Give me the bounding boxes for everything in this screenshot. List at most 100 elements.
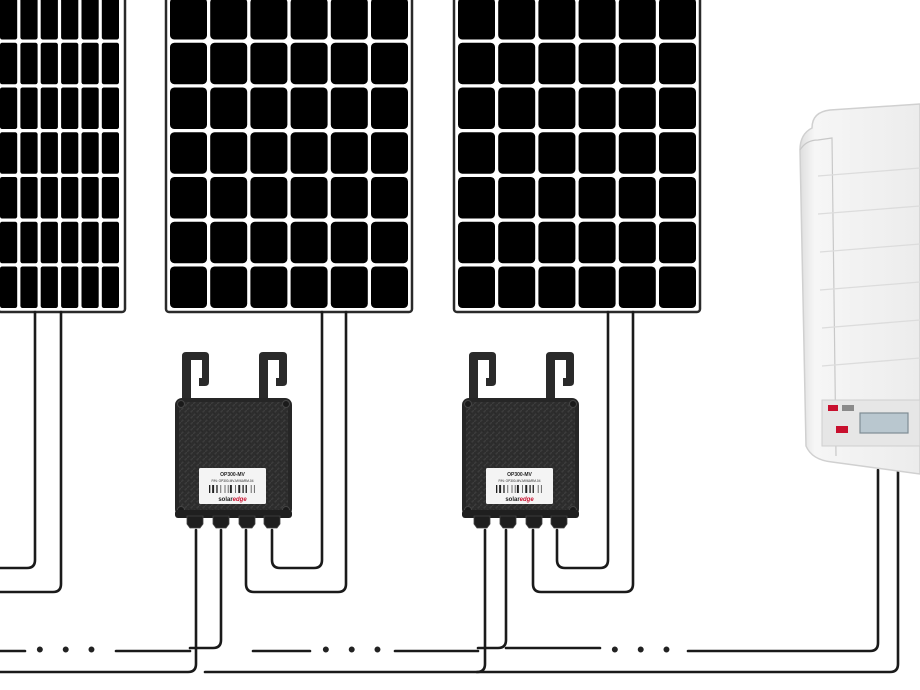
solar-cell: [498, 132, 536, 174]
solar-cell: [578, 42, 616, 85]
solar-cell: [81, 0, 99, 40]
solar-cell: [659, 266, 696, 308]
solar-cell: [618, 177, 656, 219]
solar-cell: [538, 0, 576, 40]
solar-cell: [20, 87, 38, 129]
solar-cell: [20, 177, 38, 219]
power-optimizer: OP300-MV P/N: OP300-MV-MV6ARM-04 solared…: [175, 352, 292, 529]
solar-cell: [81, 87, 99, 129]
solar-cell: [170, 0, 207, 40]
inverter-status-led: [836, 426, 848, 433]
solar-cell: [40, 87, 58, 129]
solar-cell: [618, 0, 656, 40]
solar-cell: [0, 42, 18, 85]
optimizer-part-number: P/N: OP300-MV-MV6ARM-04: [499, 479, 541, 483]
solar-cell: [250, 177, 288, 219]
solar-cell: [578, 132, 616, 174]
solar-cell: [0, 177, 18, 219]
solar-cell: [0, 221, 18, 264]
solar-cell: [290, 87, 328, 129]
solar-cell: [659, 177, 696, 219]
solar-cell: [538, 177, 576, 219]
solar-cell: [330, 266, 368, 308]
solar-cell: [498, 42, 536, 85]
solar-cell: [40, 132, 58, 174]
solar-cell: [330, 42, 368, 85]
solar-cell: [498, 266, 536, 308]
solar-cell: [0, 87, 18, 129]
solar-cell: [498, 221, 536, 264]
solar-cell: [210, 177, 248, 219]
solar-cell: [458, 132, 495, 174]
solar-cell: [578, 221, 616, 264]
solar-cell: [371, 177, 408, 219]
solar-cell: [618, 221, 656, 264]
solar-cell: [578, 177, 616, 219]
solar-cell: [371, 87, 408, 129]
solar-cell: [659, 87, 696, 129]
solar-cell: [81, 221, 99, 264]
continuation-mark: • • •: [36, 637, 101, 662]
solar-panel: [164, 0, 414, 314]
solar-cell: [659, 132, 696, 174]
solar-cell: [538, 87, 576, 129]
optimizer-label: [486, 468, 553, 504]
solar-cell: [330, 0, 368, 40]
solar-cell: [498, 0, 536, 40]
solar-cell: [20, 221, 38, 264]
solar-cell: [659, 42, 696, 85]
solar-cell: [61, 221, 79, 264]
solar-cell: [81, 266, 99, 308]
barcode: [496, 485, 542, 493]
solar-panel: [0, 0, 127, 314]
solar-cell: [210, 0, 248, 40]
solar-cell: [101, 42, 119, 85]
solar-cell: [210, 266, 248, 308]
solar-cell: [458, 266, 495, 308]
solar-cell: [458, 42, 495, 85]
solar-cell: [458, 87, 495, 129]
solar-cell: [618, 87, 656, 129]
solar-cell: [659, 221, 696, 264]
solar-cell: [170, 132, 207, 174]
solar-cell: [578, 87, 616, 129]
solar-cell: [498, 177, 536, 219]
solar-cell: [290, 132, 328, 174]
solar-cell: [458, 0, 495, 40]
solar-cell: [290, 221, 328, 264]
solar-cell: [101, 177, 119, 219]
brand-logo: solaredge: [505, 497, 534, 503]
solar-cell: [0, 266, 18, 308]
solar-cell: [210, 87, 248, 129]
solar-cell: [40, 42, 58, 85]
solar-cell: [81, 42, 99, 85]
solar-cell: [371, 221, 408, 264]
solar-cell: [101, 221, 119, 264]
solar-cell: [101, 0, 119, 40]
solar-cell: [101, 87, 119, 129]
solar-cell: [210, 221, 248, 264]
solar-cell: [61, 132, 79, 174]
solar-cell: [61, 87, 79, 129]
power-optimizer: OP300-MV P/N: OP300-MV-MV6ARM-04 solared…: [462, 352, 579, 529]
solar-cell: [210, 42, 248, 85]
barcode: [209, 485, 255, 493]
solar-cell: [498, 87, 536, 129]
solar-cell: [618, 42, 656, 85]
solar-cell: [371, 0, 408, 40]
solar-cell: [371, 266, 408, 308]
brand-logo: solaredge: [218, 497, 247, 503]
solar-cell: [20, 42, 38, 85]
solar-cell: [170, 177, 207, 219]
solar-cell: [250, 42, 288, 85]
solar-cell: [290, 177, 328, 219]
solar-cell: [330, 132, 368, 174]
solar-cell: [250, 0, 288, 40]
solar-cell: [618, 266, 656, 308]
optimizer-label: [199, 468, 266, 504]
optimizer-model: OP300-MV: [220, 472, 245, 478]
solar-cell: [0, 132, 18, 174]
solar-cell: [330, 177, 368, 219]
continuation-mark: • • •: [322, 637, 387, 662]
